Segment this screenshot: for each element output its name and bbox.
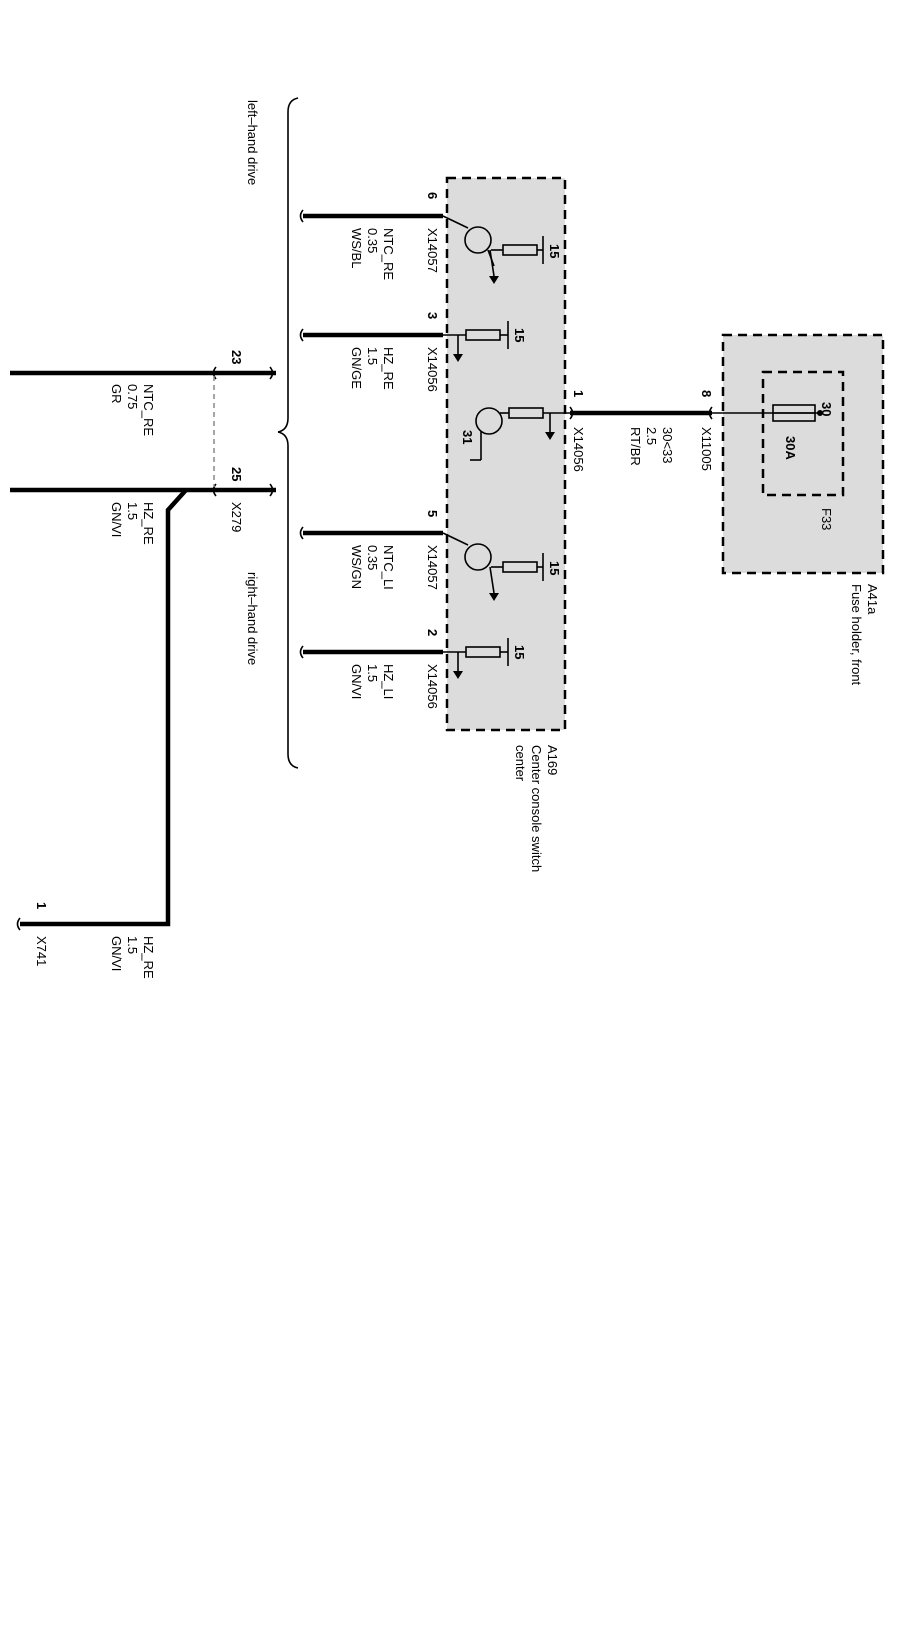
resistor-pin2 [443,638,509,679]
pin-6: 6 [425,192,440,199]
connector-x14056-pin2-symbol [299,645,304,659]
connector-x14057-5: X14057 [425,545,440,590]
module-a41a-box [721,333,885,575]
pin-8: 8 [699,390,714,397]
wire-6-color: WS/BL [349,228,364,268]
terminal-15-pin2: 15 [512,645,527,659]
wire-23-signal: NTC_RE [141,384,156,436]
x741-pin-1: 1 [34,902,49,909]
x741-gauge: 1.5 [125,936,140,954]
wire-2-gauge: 1.5 [365,664,380,682]
connector-x11005-pin8-symbol [708,406,713,420]
wire-23-color: GR [109,384,124,404]
connector-x279-pin23-symbol [269,366,274,380]
connector-x279-pin25-symbol [269,483,274,497]
fuse-f33-symbol [772,404,823,422]
wire-3-gauge: 1.5 [365,347,380,365]
brace-left-hand-drive [277,97,299,433]
x741-signal: HZ_RE [141,936,156,979]
connector-x11005: X11005 [699,427,714,471]
pin-1: 1 [571,390,586,397]
transistor-pin6 [442,215,499,284]
wire-1-color: RT/BR [628,427,643,466]
brace-right-hand-drive [277,431,299,769]
label-left-hand-drive: left–hand drive [245,100,260,185]
pin-5: 5 [425,510,440,517]
wire-2-color: GN/VI [349,664,364,699]
resistor-pin5 [491,553,544,581]
wire-3-signal: HZ_RE [381,347,396,390]
connector-x14056-pin3-symbol [299,328,304,342]
wire-1-gauge: 2.5 [644,427,659,445]
connector-x14057-pin5-symbol [299,526,304,540]
ground-terminal-31: 31 [460,430,475,444]
wire-5-gauge: 0.35 [365,545,380,570]
module-a169-name-line1: Center console switch [529,745,544,872]
terminal-15-pin3: 15 [512,328,527,342]
module-a41a-id: A41a [865,584,880,615]
terminal-15-pin5: 15 [547,561,562,575]
connector-x279-pin25-left-symbol [212,483,217,497]
connector-x14056-1: X14056 [571,427,586,472]
x279-pin-23: 23 [229,350,244,364]
pin-3: 3 [425,312,440,319]
connector-x14056-pin1-symbol [569,406,574,420]
fuse-id: F33 [819,508,834,530]
wire-x741-branch [20,488,188,927]
fuse-f33-box [761,370,845,497]
connector-x279: X279 [229,502,244,532]
wire-23-gauge: 0.75 [125,384,140,409]
transistor-pin1 [470,407,570,461]
module-a169-name-line2: center [513,745,528,782]
wire-6-signal: NTC_RE [381,228,396,280]
connector-x14057-6: X14057 [425,228,440,273]
wire-25-color: GN/VI [109,502,124,537]
connector-x14056-2: X14056 [425,664,440,709]
wire-5-color: WS/GN [349,545,364,589]
fuse-terminal-30: 30 [819,402,834,416]
connector-x741-pin1-symbol [16,917,21,931]
fuse-rating: 30A [783,436,798,460]
module-a169-id: A169 [545,745,560,775]
connector-x14056-3: X14056 [425,347,440,392]
connector-x741: X741 [34,936,49,966]
x279-pin-25: 25 [229,467,244,481]
terminal-15-pin6: 15 [547,244,562,258]
wire-2-signal: HZ_LI [381,664,396,699]
x741-color: GN/VI [109,936,124,971]
wire-25-signal: HZ_RE [141,502,156,545]
connector-x279-pin23-left-symbol [212,366,217,380]
resistor-pin3 [443,321,509,362]
module-a41a-name: Fuse holder, front [849,584,864,686]
wire-25-gauge: 1.5 [125,502,140,520]
transistor-pin5 [442,532,499,601]
label-right-hand-drive: right–hand drive [245,572,260,665]
connector-x14057-pin6-symbol [299,209,304,223]
resistor-pin6 [491,236,544,264]
module-a169-box [445,176,567,732]
wire-6-gauge: 0.35 [365,228,380,253]
wire-3-color: GN/GE [349,347,364,389]
wire-5-signal: NTC_LI [381,545,396,590]
pin-2: 2 [425,629,440,636]
wire-1-signal: 30<33 [660,427,675,464]
